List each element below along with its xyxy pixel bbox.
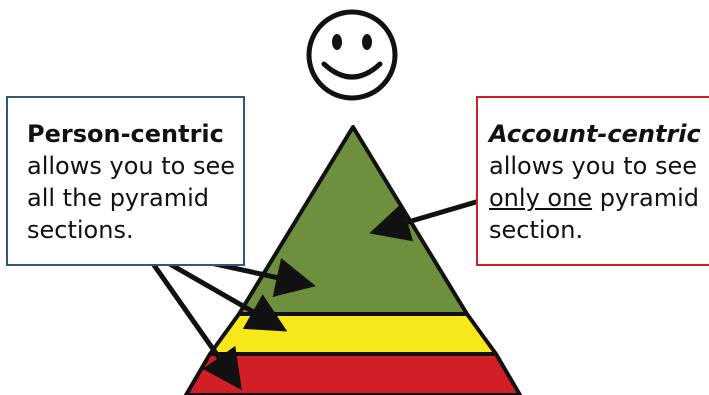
pyramid-middle-section: [208, 312, 498, 356]
person-centric-heading: Person-centric: [27, 120, 224, 148]
arrow-icon: [369, 194, 494, 242]
pyramid-bottom-section: [184, 352, 522, 395]
person-centric-callout: Person-centric allows you to see all the…: [6, 96, 245, 266]
account-centric-line-2-rest: pyramid: [592, 184, 699, 212]
account-centric-heading: Account-centric: [489, 120, 701, 148]
person-centric-line-1: allows you to see: [27, 152, 235, 180]
person-centric-line-2: all the pyramid: [27, 184, 209, 212]
account-centric-line-3: section.: [489, 216, 584, 244]
account-centric-line-1: allows you to see: [489, 152, 697, 180]
smiley-face-icon: [306, 9, 398, 101]
pyramid-top-section: [237, 125, 469, 316]
only-one-emphasis: only one: [489, 184, 593, 212]
arrow-icon: [139, 246, 242, 391]
account-centric-callout: Account-centric allows you to see only o…: [476, 96, 709, 266]
person-centric-line-3: sections.: [27, 216, 134, 244]
account-centric-line-2: only one pyramid: [489, 182, 709, 214]
account-arrow: [369, 194, 494, 242]
